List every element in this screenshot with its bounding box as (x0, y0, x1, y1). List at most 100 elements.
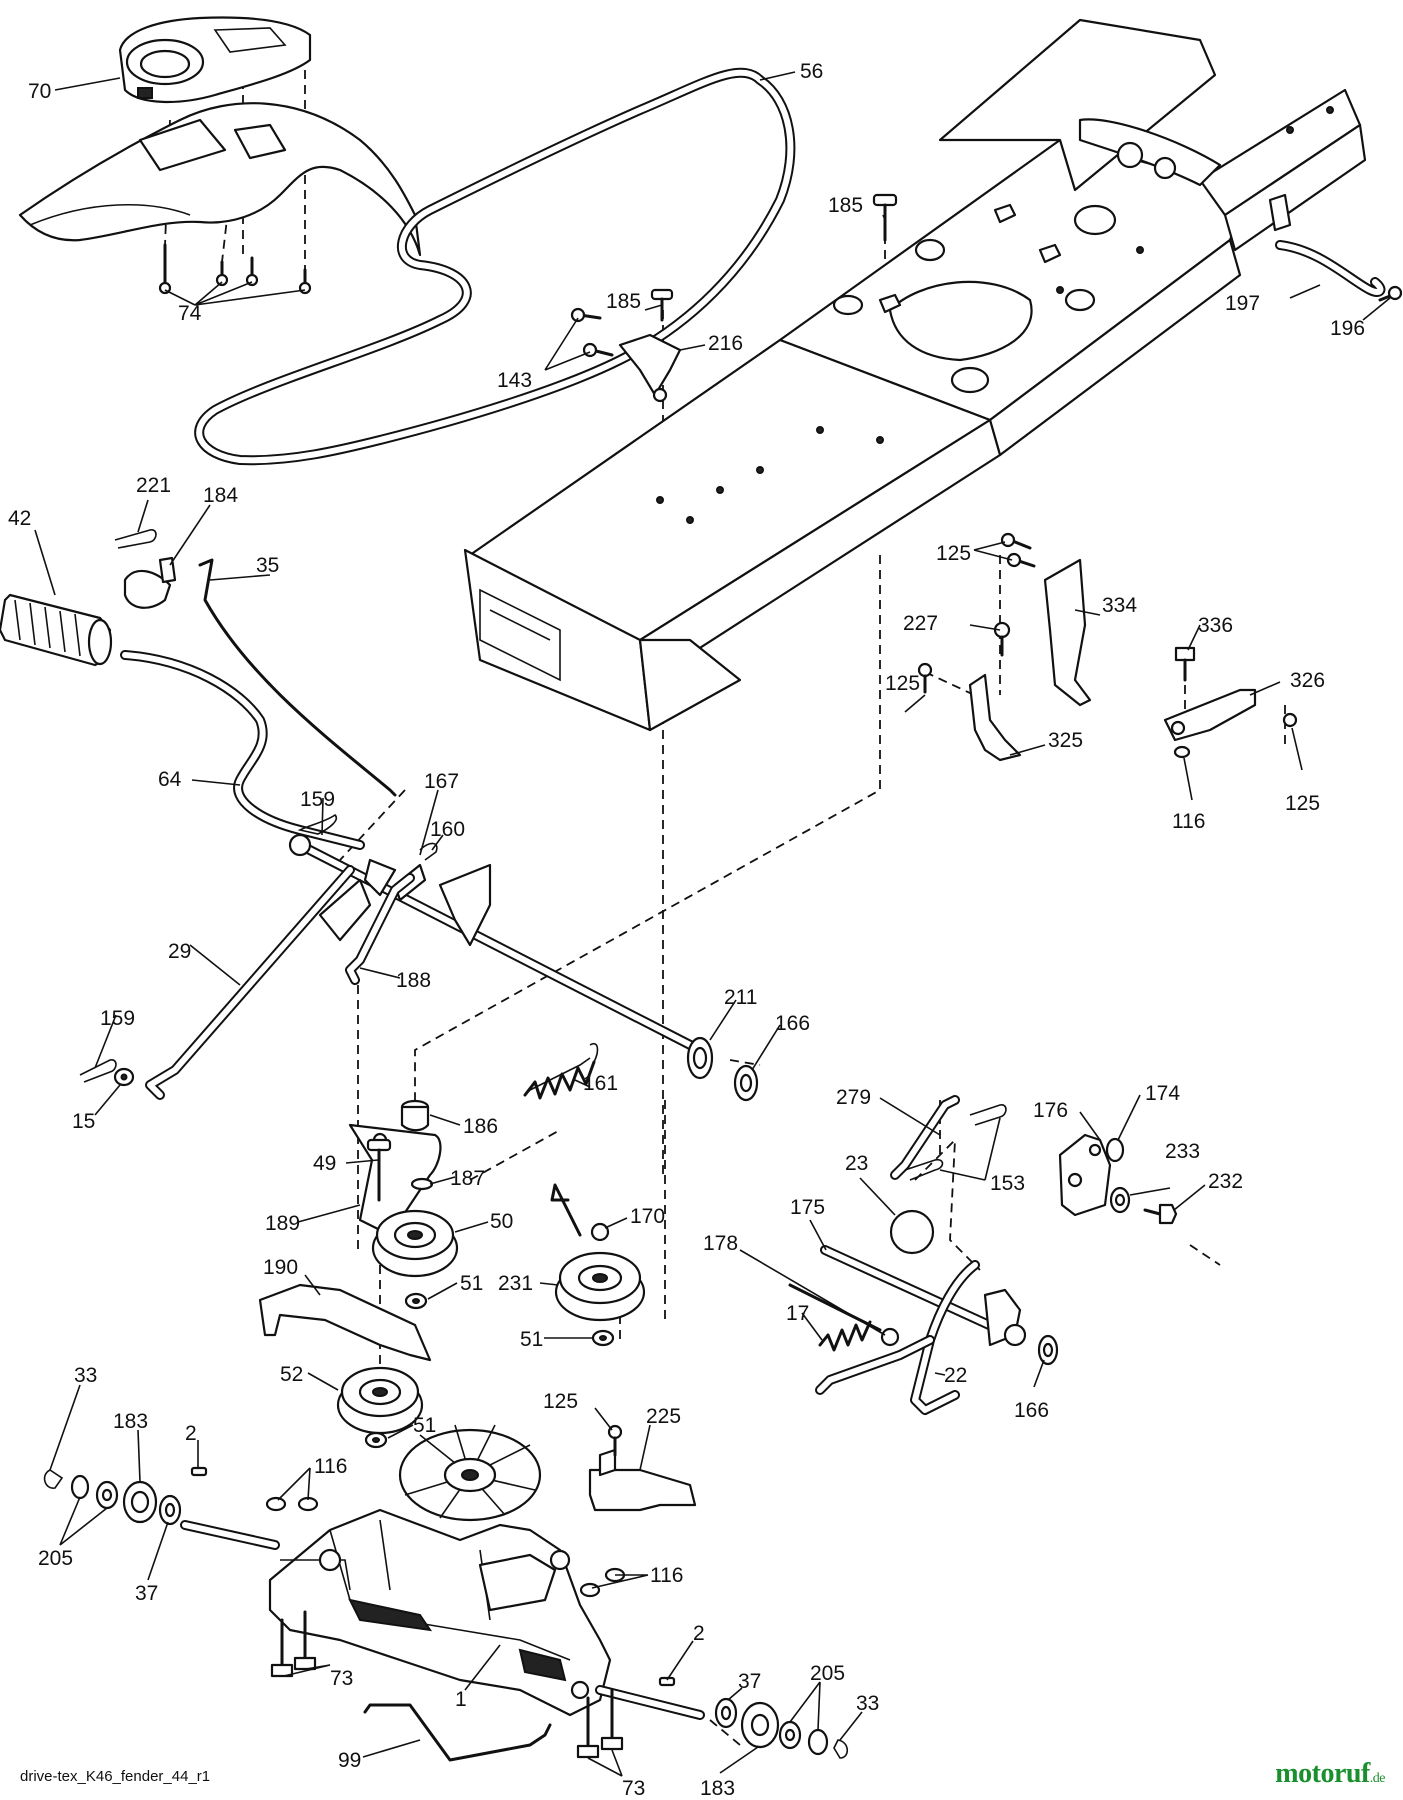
idler-arm-189 (348, 1123, 442, 1232)
washer-15 (113, 1067, 135, 1087)
callout-37: 37 (135, 1582, 158, 1605)
washer-233 (1109, 1186, 1131, 1214)
fender-panel (18, 102, 422, 257)
chassis-frame (463, 18, 1367, 732)
bracket-225 (588, 1448, 697, 1512)
bolt-232 (1143, 1203, 1178, 1225)
callout-205: 205 (38, 1547, 73, 1570)
callout-74: 74 (178, 302, 202, 325)
callout-231: 231 (498, 1272, 533, 1295)
bracket-216 (570, 288, 682, 403)
nut-51b (591, 1329, 615, 1347)
carriage-bolt-frame (872, 193, 898, 242)
callout-183: 183 (113, 1410, 148, 1433)
callout-166: 166 (1014, 1399, 1049, 1422)
callout-227: 227 (903, 612, 938, 635)
callout-326: 326 (1290, 669, 1325, 692)
callout-334: 334 (1102, 594, 1137, 617)
callout-labels: 70 56 74 185 185 216 143 197 196 221 184… (8, 60, 1365, 1800)
callout-183: 183 (700, 1777, 735, 1800)
callout-125: 125 (1285, 792, 1320, 815)
transaxle-housing (268, 1508, 612, 1717)
pedal-arm-22 (815, 1260, 1027, 1415)
callout-233: 233 (1165, 1140, 1200, 1163)
brand-tld: .de (1369, 1771, 1386, 1786)
callout-197: 197 (1225, 292, 1260, 315)
callout-175: 175 (790, 1196, 825, 1219)
nut-51a (404, 1292, 428, 1310)
control-rod-35 (198, 558, 397, 797)
callout-70: 70 (28, 80, 51, 103)
callout-159: 159 (100, 1007, 135, 1030)
callout-187: 187 (450, 1167, 485, 1190)
callout-170: 170 (630, 1205, 665, 1228)
idler-pulley-50 (371, 1209, 459, 1278)
callout-1: 1 (455, 1688, 467, 1711)
callout-279: 279 (836, 1086, 871, 1109)
right-axle-hardware (658, 1676, 849, 1759)
pulley-231 (554, 1251, 646, 1322)
callout-116: 116 (1172, 810, 1205, 833)
callout-2: 2 (185, 1422, 197, 1445)
callout-51: 51 (520, 1328, 543, 1351)
link-rod-29 (145, 865, 355, 1100)
cup-holder-cap (118, 16, 312, 103)
callout-73: 73 (622, 1777, 645, 1800)
hand-grip (0, 593, 113, 667)
callout-99: 99 (338, 1749, 361, 1772)
callout-188: 188 (396, 969, 431, 992)
belt-guard-190 (258, 1283, 432, 1362)
callout-159: 159 (300, 788, 335, 811)
nut-51c (364, 1431, 388, 1449)
callout-167: 167 (424, 770, 459, 793)
assembly-guide-lines (164, 35, 1286, 1746)
callout-37: 37 (738, 1670, 761, 1693)
callout-186: 186 (463, 1115, 498, 1138)
bolt-125b (917, 662, 933, 694)
drive-belt (194, 67, 796, 466)
leader-lines (34, 71, 1391, 1777)
callout-64: 64 (158, 768, 182, 791)
callout-185: 185 (606, 290, 641, 313)
rod-99 (363, 1703, 552, 1762)
bracket-176 (1058, 1133, 1112, 1217)
callout-161: 161 (583, 1072, 618, 1095)
callout-216: 216 (708, 332, 743, 355)
callout-185: 185 (828, 194, 863, 217)
bolt-336 (1174, 646, 1196, 682)
pivot-bracket (297, 813, 492, 947)
callout-29: 29 (168, 940, 191, 963)
bolts-73 (270, 1610, 624, 1759)
callout-221: 221 (136, 474, 171, 497)
callout-52: 52 (280, 1363, 303, 1386)
hairpin-221 (114, 529, 157, 549)
callout-189: 189 (265, 1212, 300, 1235)
callout-211: 211 (724, 986, 757, 1009)
callout-125: 125 (543, 1390, 578, 1413)
callout-196: 196 (1330, 317, 1365, 340)
callout-42: 42 (8, 507, 31, 530)
callout-51: 51 (460, 1272, 483, 1295)
right-axle (595, 1685, 705, 1720)
pulley-52 (336, 1366, 424, 1435)
callout-174: 174 (1145, 1082, 1180, 1105)
left-axle-hardware (43, 1466, 208, 1526)
callout-49: 49 (313, 1152, 336, 1175)
callout-51: 51 (413, 1414, 436, 1437)
washer-166a (733, 1064, 759, 1102)
callout-160: 160 (430, 818, 465, 841)
callout-17: 17 (786, 1302, 809, 1325)
drawing-id-caption: drive-tex_K46_fender_44_r1 (20, 1768, 211, 1785)
knob-184 (123, 556, 177, 609)
brand-watermark: motoruf.de (1275, 1758, 1385, 1790)
callout-143: 143 (497, 369, 532, 392)
ball-23 (889, 1209, 935, 1255)
nut-116a (1173, 745, 1191, 759)
callout-325: 325 (1048, 729, 1083, 752)
cooling-fan (398, 1424, 542, 1522)
callout-23: 23 (845, 1152, 868, 1175)
bracket-326 (1163, 688, 1298, 742)
spring-161 (523, 1043, 599, 1100)
callout-56: 56 (800, 60, 823, 83)
callout-50: 50 (490, 1210, 513, 1233)
